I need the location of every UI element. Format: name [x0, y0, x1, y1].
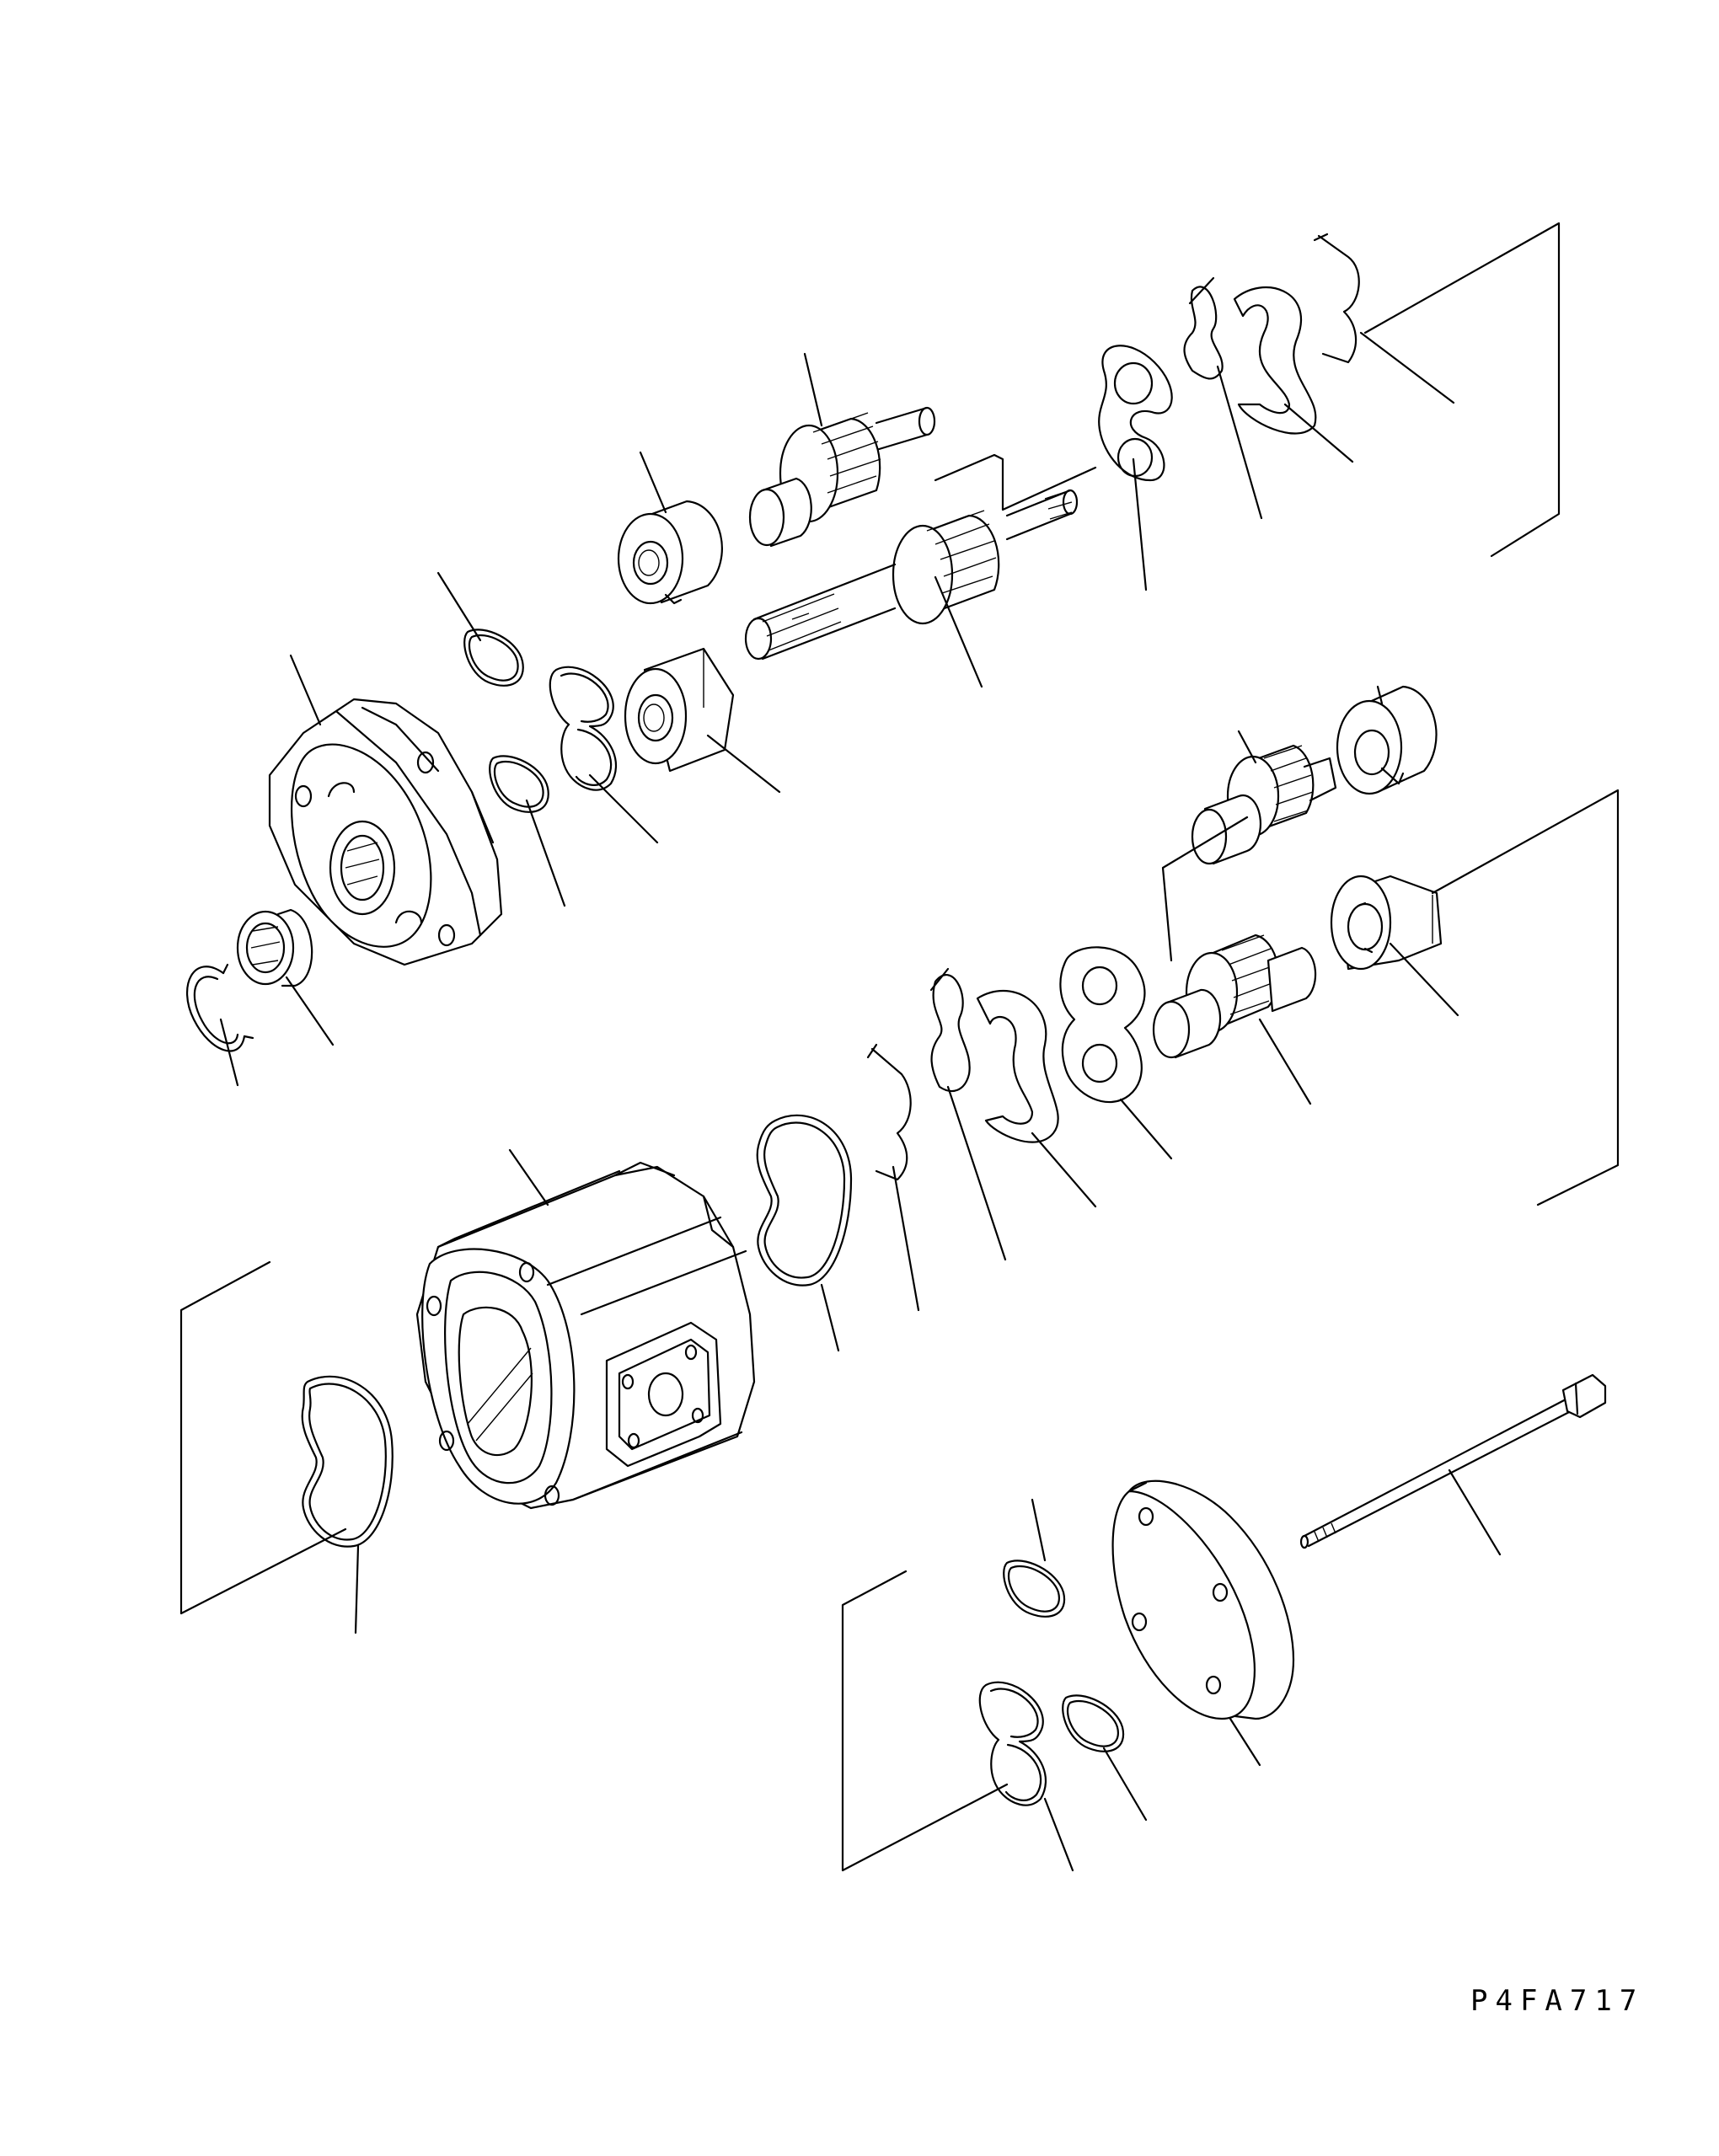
drive-gear-upper — [748, 406, 936, 548]
pump-body — [415, 1161, 756, 1510]
seal-clip-upper — [1313, 233, 1360, 364]
o-ring-small-1 — [463, 629, 524, 687]
gear-lower-front — [1152, 934, 1317, 1059]
bushing-right-lower — [1330, 875, 1443, 971]
backup-ring-lower — [976, 989, 1059, 1143]
wear-plate-lower — [1059, 946, 1146, 1104]
bushing-right-upper — [1336, 685, 1438, 795]
bushing-upper-front — [624, 647, 735, 773]
o-ring-small-3 — [1003, 1559, 1066, 1618]
group-brackets — [179, 222, 1620, 1872]
rear-cover — [1111, 1479, 1295, 1720]
seal-plate-lower — [929, 967, 971, 1093]
gasket-front — [301, 1375, 394, 1548]
o-ring-double — [549, 666, 618, 791]
o-ring-small-2 — [489, 755, 549, 813]
gasket-rear — [756, 1114, 853, 1287]
o-ring-small-4 — [1062, 1694, 1125, 1752]
bushing-upper-left — [617, 500, 723, 605]
drawing-code-label: P4FA717 — [1470, 1984, 1645, 2018]
backup-ring-upper — [1233, 286, 1317, 435]
seal-plate-upper — [1183, 276, 1224, 380]
retaining-ring — [186, 963, 254, 1052]
seal-clip-lower — [866, 1043, 912, 1181]
oil-seal — [236, 908, 313, 987]
gear-lower-upper — [1191, 744, 1337, 865]
driven-gear-shaft — [744, 489, 1079, 661]
o-ring-double-lower — [978, 1681, 1047, 1806]
tie-bolt — [1299, 1373, 1607, 1549]
front-cover — [268, 698, 503, 966]
leader-lines — [219, 331, 1502, 1872]
wear-plate-upper — [1098, 345, 1173, 482]
